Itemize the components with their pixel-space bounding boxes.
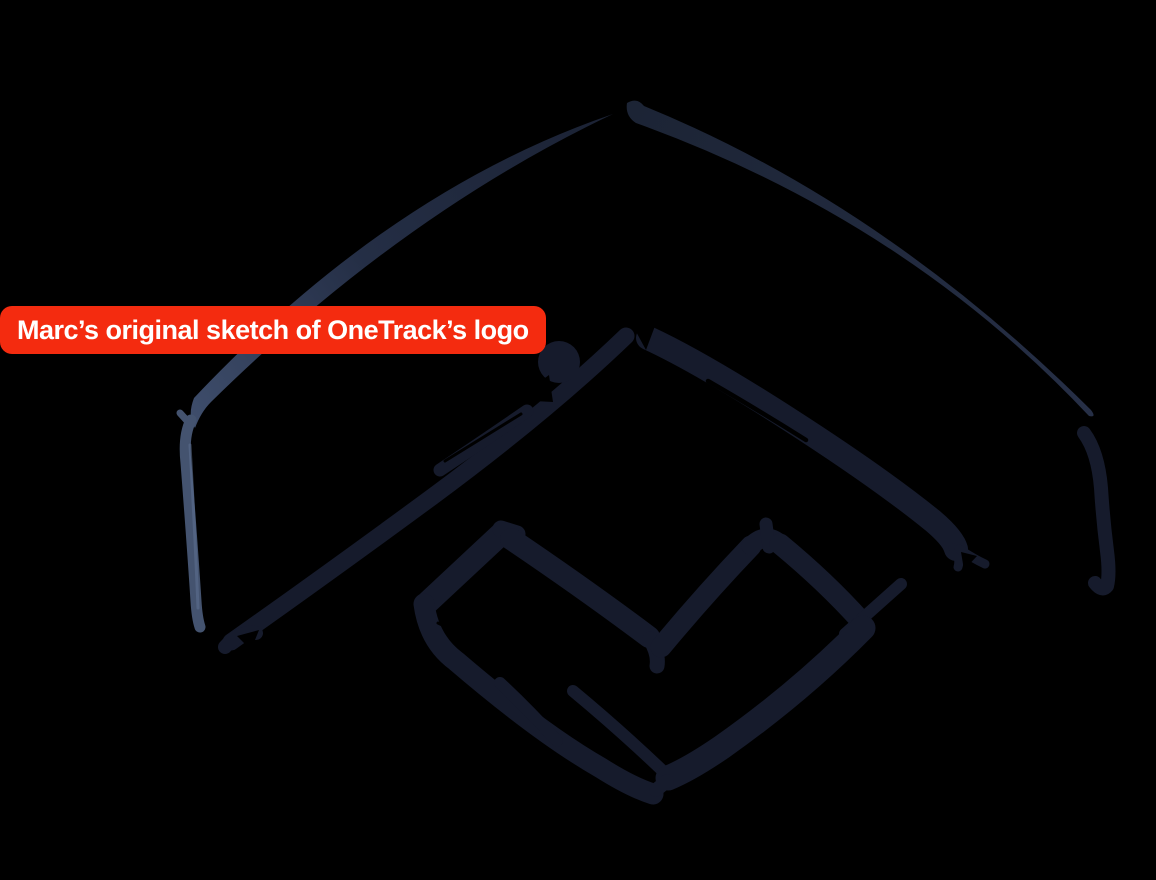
middle-chevron-left-arm xyxy=(222,327,635,651)
check-box-mark-sketch xyxy=(413,517,907,805)
middle-chevron-fork-notch xyxy=(961,552,977,570)
middle-chevron-right-arm xyxy=(636,326,968,561)
outer-chevron-left-vertical-highlight xyxy=(188,443,200,610)
middle-chevron-sketch xyxy=(218,326,990,654)
middle-chevron-loop-notch xyxy=(515,375,553,402)
outer-chevron-left-vertical-stroke xyxy=(179,414,206,633)
mark-bottom-right-edge xyxy=(655,615,876,791)
middle-chevron-fork-prong-left xyxy=(948,543,964,572)
outer-chevron-right-stroke xyxy=(626,100,1094,417)
mark-left-corner-sliver xyxy=(436,621,461,635)
mark-check-right-edge xyxy=(650,535,762,658)
middle-chevron-right-sliver xyxy=(705,378,809,443)
outer-chevron-right-vertical-stroke xyxy=(1077,426,1116,596)
mark-inner-short-stroke xyxy=(494,677,563,747)
middle-chevron-left-end-notch xyxy=(237,630,259,650)
mark-check-left-edge xyxy=(500,528,660,648)
mark-top-left-edge xyxy=(414,521,514,616)
middle-chevron-apex-notch xyxy=(633,326,655,350)
mark-bottom-tip-blob xyxy=(649,774,674,797)
mark-inner-long-stroke xyxy=(567,685,671,779)
caption-text: Marc’s original sketch of OneTrack’s log… xyxy=(17,314,529,345)
middle-chevron-left-sliver xyxy=(443,412,523,463)
mark-top-right-edge xyxy=(769,533,872,632)
middle-chevron-loop-blob xyxy=(538,341,580,383)
outer-chevron-sketch xyxy=(176,100,1116,633)
mark-top-right-nub xyxy=(759,517,776,554)
caption-badge: Marc’s original sketch of OneTrack’s log… xyxy=(0,306,546,354)
